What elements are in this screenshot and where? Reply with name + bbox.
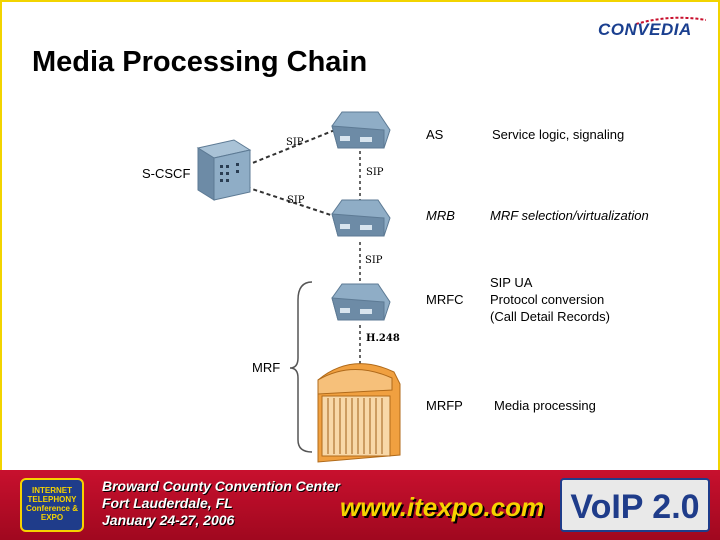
mrfp-chassis-icon <box>317 363 401 463</box>
link-scscf-as <box>239 127 341 169</box>
badge-line: INTERNET <box>32 486 72 495</box>
page-title: Media Processing Chain <box>32 46 368 78</box>
badge-line: Conference & EXPO <box>25 504 78 522</box>
mrf-bracket <box>289 281 313 453</box>
mrfc-label: MRFC <box>426 292 464 307</box>
badge-line: TELEPHONY <box>27 495 77 504</box>
slide-frame <box>0 0 720 470</box>
link-label-mrb-mrfc: SIP <box>365 255 383 266</box>
mrfp-description: Media processing <box>494 398 596 413</box>
mrf-label: MRF <box>252 360 281 375</box>
event-banner: INTERNET TELEPHONY Conference & EXPO Bro… <box>0 470 720 540</box>
as-router-icon <box>331 111 391 149</box>
voip-event-logo: VoIP 2.0 <box>560 478 710 532</box>
scscf-server-icon <box>196 139 252 201</box>
mrfc-description-line: Protocol conversion <box>490 292 605 307</box>
chain-diagram <box>196 111 401 463</box>
mrb-label: MRB <box>426 208 455 223</box>
expo-badge: INTERNET TELEPHONY Conference & EXPO <box>20 478 84 532</box>
mrfc-description-line: (Call Detail Records) <box>490 309 610 324</box>
logo-text: CONVEDIA <box>598 20 692 39</box>
mrfp-label: MRFP <box>426 398 463 413</box>
link-scscf-mrb <box>239 184 341 219</box>
scscf-label: S-CSCF <box>142 166 191 181</box>
convedia-logo: CONVEDIA <box>596 16 708 44</box>
link-label-mrfc-mrfp: H.248 <box>366 333 400 344</box>
mrb-description: MRF selection/virtualization <box>490 208 649 223</box>
as-description: Service logic, signaling <box>492 127 625 142</box>
expo-url-link[interactable]: www.itexpo.com <box>340 492 545 522</box>
link-label-as-scscf: SIP <box>366 167 384 178</box>
venue-line: January 24-27, 2006 <box>102 512 235 528</box>
mrfc-description-line: SIP UA <box>490 275 533 290</box>
link-label-scscf-as: SIP <box>286 137 304 148</box>
venue-line: Broward County Convention Center <box>102 478 341 494</box>
mrfc-router-icon <box>331 283 391 321</box>
link-label-scscf-mrb: SIP <box>287 195 305 206</box>
venue-line: Fort Lauderdale, FL <box>102 495 233 511</box>
as-label: AS <box>426 127 444 142</box>
mrfc-description: SIP UA Protocol conversion (Call Detail … <box>490 274 610 325</box>
mrb-router-icon <box>331 199 391 237</box>
venue-info: Broward County Convention Center Fort La… <box>102 478 340 529</box>
logo-swoosh-icon <box>636 16 706 25</box>
